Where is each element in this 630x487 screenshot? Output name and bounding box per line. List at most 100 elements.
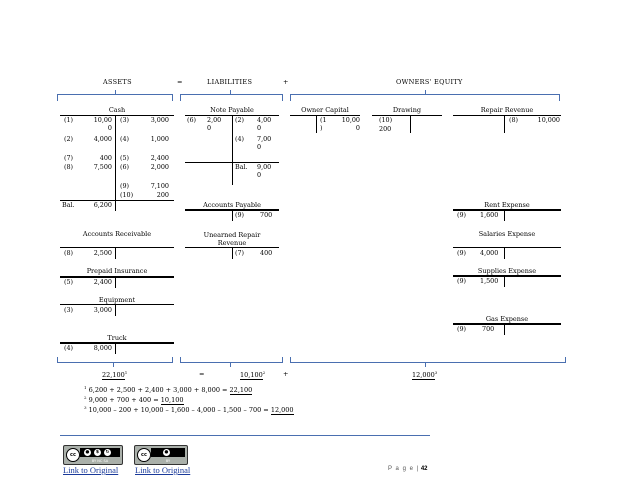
cc-sa-icon: ↻ bbox=[104, 449, 111, 456]
rent-expense-divider bbox=[504, 209, 505, 221]
truck-rule bbox=[60, 342, 174, 344]
drawing-divider bbox=[410, 115, 411, 133]
gas-expense-rule bbox=[453, 323, 561, 325]
np-bal-label: Bal. bbox=[235, 163, 248, 171]
repair-revenue-value: 10,000 bbox=[537, 116, 560, 124]
bottom-brace-equity-tip bbox=[425, 363, 426, 367]
bottom-brace-liabilities-tip bbox=[230, 363, 231, 367]
header-plus: + bbox=[283, 78, 289, 86]
cash-cr-val-5: 2,400 bbox=[150, 154, 169, 162]
cash-bal-label: Bal. bbox=[62, 201, 75, 209]
rent-expense-value: 1,600 bbox=[480, 211, 499, 219]
prepaid-title: Prepaid Insurance bbox=[86, 267, 148, 275]
footnote-1: 1 6,200 + 2,500 + 2,400 + 3,000 + 8,000 … bbox=[84, 385, 253, 396]
page-label: P a g e | bbox=[388, 466, 420, 472]
header-assets: ASSETS bbox=[103, 78, 132, 86]
bottom-brace-equity bbox=[290, 357, 566, 363]
footnote-1-expr: 6,200 + 2,500 + 2,400 + 3,000 + 8,000 = bbox=[86, 386, 230, 395]
salaries-expense-divider bbox=[504, 247, 505, 259]
ar-divider bbox=[115, 247, 116, 259]
owner-capital-title: Owner Capital bbox=[301, 106, 349, 114]
cash-bal-value: 6,200 bbox=[93, 201, 112, 209]
cash-cr-ref-3: (3) bbox=[120, 116, 130, 124]
cash-val-8: 7,500 bbox=[93, 163, 112, 171]
footnote-3-result: 12,000 bbox=[270, 406, 294, 416]
cash-cr-ref-9: (9) bbox=[120, 182, 130, 190]
np-right-val-2: 4,00 0 bbox=[257, 116, 272, 132]
salaries-expense-rule bbox=[453, 247, 561, 248]
cash-val-2: 4,000 bbox=[93, 135, 112, 143]
cash-divider bbox=[115, 115, 116, 211]
footnote-3-expr: 10,000 – 200 + 10,000 – 1,600 – 4,000 – … bbox=[86, 406, 271, 415]
unearned-title: Unearned Repair Revenue bbox=[203, 231, 261, 248]
prepaid-rule bbox=[60, 276, 174, 278]
link-to-original-1[interactable]: Link to Original bbox=[63, 465, 119, 475]
equipment-value: 3,000 bbox=[93, 306, 112, 314]
repair-revenue-divider bbox=[504, 115, 505, 133]
cc-nc-icon: $ bbox=[94, 449, 101, 456]
rent-expense-ref: (9) bbox=[457, 211, 467, 219]
brace-liabilities bbox=[180, 94, 283, 101]
cash-rule bbox=[60, 115, 174, 116]
equipment-rule bbox=[60, 304, 174, 305]
brace-assets-tip bbox=[115, 90, 116, 94]
bottom-brace-assets-tip bbox=[113, 363, 114, 367]
cash-cr-ref-6: (6) bbox=[120, 163, 130, 171]
truck-title: Truck bbox=[107, 334, 127, 342]
np-bal-value: 9,00 0 bbox=[257, 163, 272, 179]
footnote-3-sup: 3 bbox=[84, 405, 87, 410]
cash-cr-val-3: 3,000 bbox=[150, 116, 169, 124]
note-payable-divider bbox=[232, 115, 233, 185]
footer-rule bbox=[60, 435, 430, 436]
drawing-rule bbox=[372, 115, 442, 116]
ar-rule bbox=[60, 247, 174, 248]
footnote-3: 3 10,000 – 200 + 10,000 – 1,600 – 4,000 … bbox=[84, 405, 294, 416]
total-equity-sup: 3 bbox=[434, 370, 438, 375]
header-liabilities: LIABILITIES bbox=[207, 78, 253, 86]
np-right-ref-4: (4) bbox=[235, 135, 245, 143]
total-equity: 12,0003 bbox=[412, 370, 438, 381]
prepaid-divider bbox=[115, 276, 116, 288]
footnote-2-expr: 9,000 + 700 + 400 = bbox=[86, 396, 161, 405]
cc-by-badge[interactable]: cc ● BY bbox=[134, 445, 188, 465]
np-balance-rule bbox=[185, 162, 279, 163]
ar-title: Accounts Receivable bbox=[82, 230, 152, 238]
supplies-expense-divider bbox=[504, 275, 505, 287]
total-assets: 22,1001 bbox=[102, 370, 127, 381]
note-payable-title: Note Payable bbox=[210, 106, 254, 114]
supplies-expense-value: 1,500 bbox=[480, 277, 499, 285]
cash-cr-val-4: 1,000 bbox=[150, 135, 169, 143]
truck-value: 8,000 bbox=[93, 344, 112, 352]
cash-cr-val-9: 7,100 bbox=[150, 182, 169, 190]
cash-val-7: 400 bbox=[99, 154, 112, 162]
cc-logo-icon-2: cc bbox=[137, 448, 151, 462]
np-left-value: 2,00 0 bbox=[207, 116, 222, 132]
equipment-ref: (3) bbox=[64, 306, 74, 314]
cc-by-nc-sa-badge[interactable]: cc ● $ ↻ BY NC SA bbox=[63, 445, 123, 465]
cc-by-nc-sa-label: BY NC SA bbox=[91, 458, 109, 463]
bottom-brace-liabilities bbox=[180, 357, 283, 363]
salaries-expense-value: 4,000 bbox=[480, 249, 499, 257]
owner-capital-divider bbox=[316, 115, 317, 133]
cc-logo-icon: cc bbox=[66, 448, 80, 462]
repair-revenue-ref: (8) bbox=[509, 116, 519, 124]
cash-ref-1: (1) bbox=[64, 116, 74, 124]
repair-revenue-title: Repair Revenue bbox=[480, 106, 534, 114]
np-right-val-4: 7,00 0 bbox=[257, 135, 272, 151]
cash-ref-8: (8) bbox=[64, 163, 74, 171]
cash-cr-ref-5: (5) bbox=[120, 154, 130, 162]
header-owners-equity: OWNERS' EQUITY bbox=[396, 78, 463, 86]
repair-revenue-rule bbox=[453, 115, 561, 116]
drawing-ref: (10) bbox=[379, 116, 393, 124]
cash-cr-ref-4: (4) bbox=[120, 135, 130, 143]
ap-title: Accounts Payable bbox=[203, 201, 261, 209]
unearned-value: 400 bbox=[260, 249, 273, 257]
total-liabilities: 10,1002 bbox=[240, 370, 265, 381]
np-left-ref: (6) bbox=[187, 116, 197, 124]
link-to-original-2[interactable]: Link to Original bbox=[135, 465, 191, 475]
cash-balance-rule bbox=[60, 200, 174, 201]
owner-capital-value: 10,00 0 bbox=[341, 116, 360, 132]
cash-val-1: 10,00 0 bbox=[93, 116, 112, 132]
brace-equity-tip bbox=[425, 90, 426, 94]
total-plus: + bbox=[283, 370, 289, 378]
